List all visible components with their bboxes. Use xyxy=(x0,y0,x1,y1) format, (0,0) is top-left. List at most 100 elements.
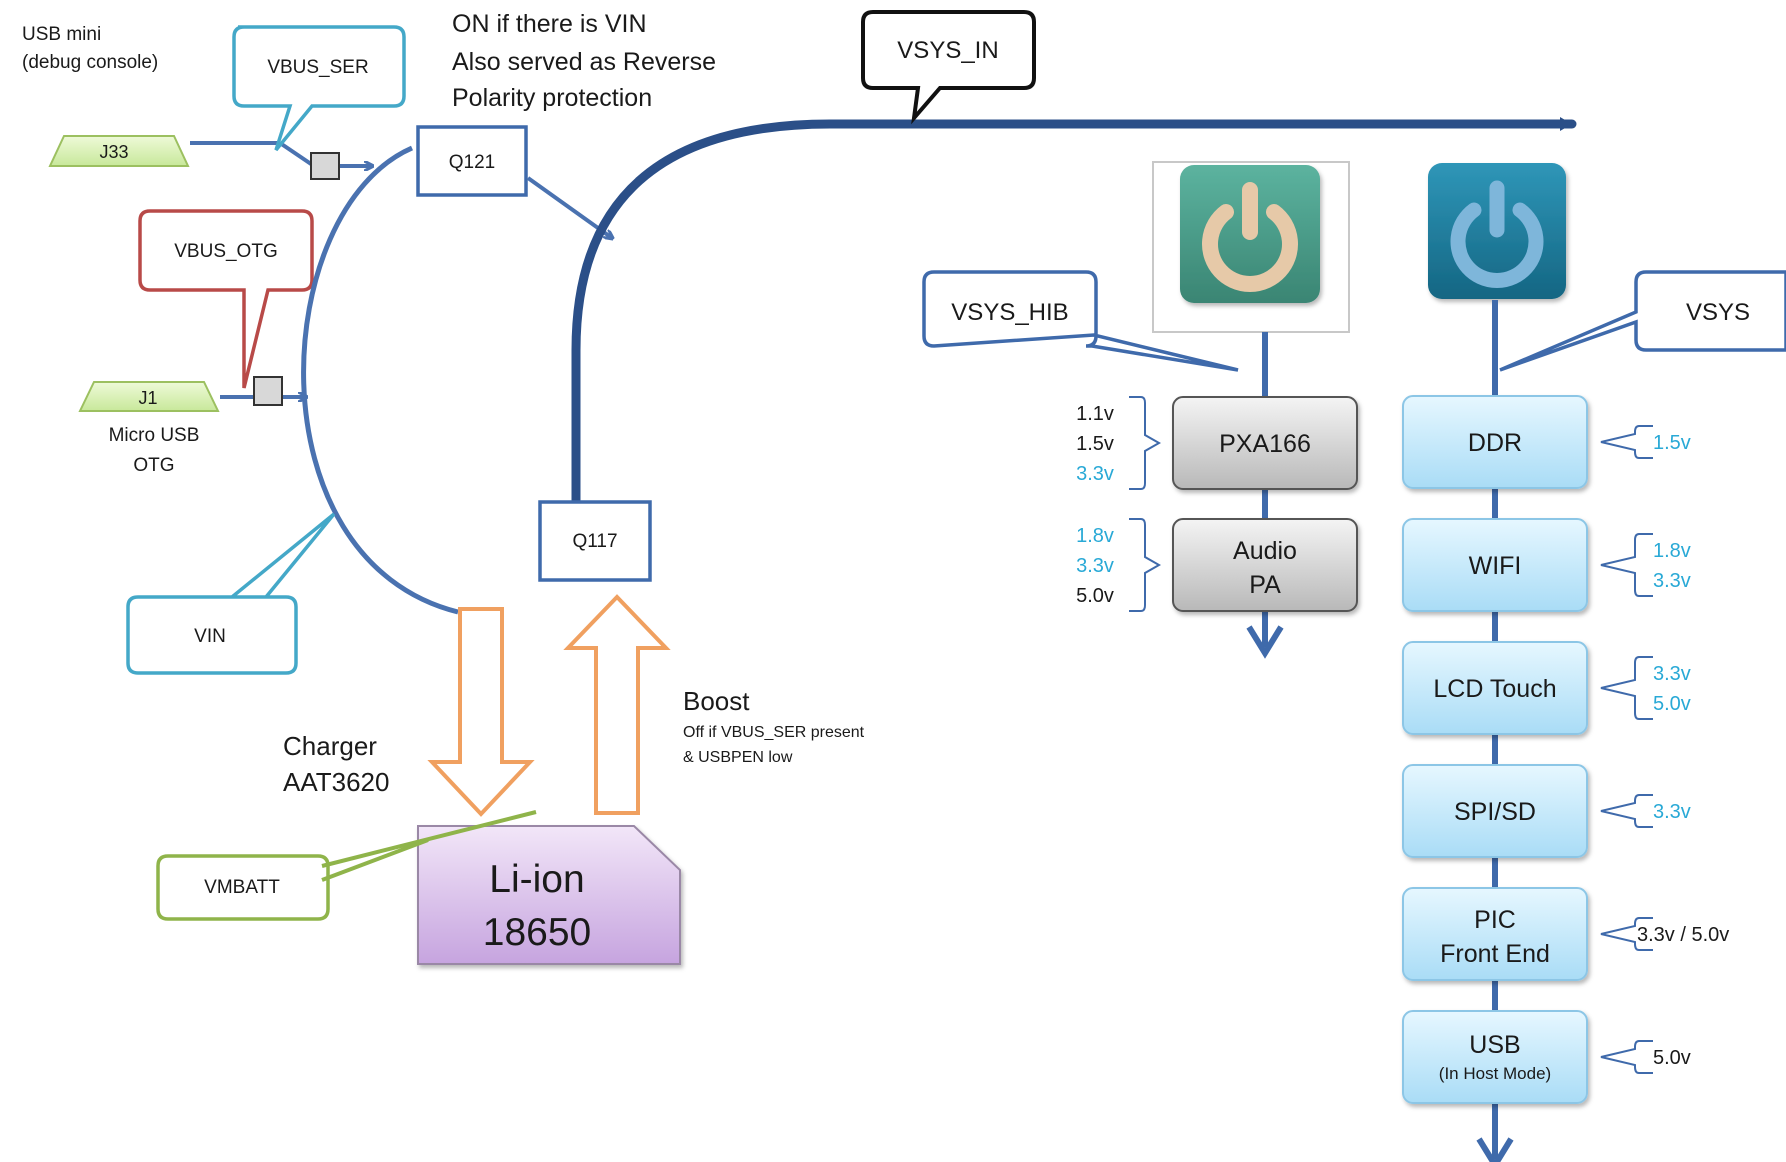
sys-block-pic-sublabel: Front End xyxy=(1440,940,1550,968)
sys-block-usb-voltage-5-0v: 5.0v xyxy=(1653,1047,1691,1069)
power-button-icon xyxy=(1180,165,1320,303)
sys-block-lcd-touch-label: LCD Touch xyxy=(1433,675,1556,703)
hib-down-arrow-icon xyxy=(1246,625,1284,659)
charger-arrow xyxy=(427,607,535,817)
vsys-hib-section: VSYS_HIB PXA1661.1v1.5v3.3vAudioPA1.8v3.… xyxy=(922,161,1358,659)
sys-block-usb-voltage-brace xyxy=(1600,1040,1653,1074)
vin-callout xyxy=(126,512,336,675)
sys-block-usb-box xyxy=(1402,1010,1588,1104)
sys-block-wifi-voltage-brace xyxy=(1600,533,1653,597)
sys-block-lcd-touch-voltage-3-3v: 3.3v xyxy=(1653,663,1691,685)
sys-block-ddr-voltage-1-5v: 1.5v xyxy=(1653,432,1691,454)
battery-section: Charger AAT3620 Q117 Boost Off if VBUS_S… xyxy=(156,500,865,965)
q117-label: Q117 xyxy=(572,531,617,552)
sys-block-pic-label: PIC xyxy=(1474,906,1516,934)
j33-label: J33 xyxy=(99,142,128,162)
sys-block-ddr-label: DDR xyxy=(1468,429,1522,457)
power-button-icon xyxy=(1428,163,1566,299)
q117-box xyxy=(538,500,652,582)
charger-label: Charger xyxy=(283,731,377,761)
vmbatt-label: VMBATT xyxy=(204,877,280,898)
vsys-in-bus-tip xyxy=(1560,117,1572,131)
micro-usb-label: Micro USB xyxy=(109,425,200,446)
hib-block-audio-voltage-5-0v: 5.0v xyxy=(1076,585,1114,607)
sys-block-usb: USB (In Host Mode) 5.0v xyxy=(1402,1010,1691,1104)
battery-model-label: 18650 xyxy=(483,911,591,954)
hib-block-audio-label: Audio xyxy=(1233,537,1297,565)
sys-block-spi-sd-box xyxy=(1402,764,1588,858)
vsys-hib-label: VSYS_HIB xyxy=(951,299,1068,326)
vbus-otg-label: VBUS_OTG xyxy=(174,241,277,262)
q121-note-line2: Also served as Reverse xyxy=(452,48,716,76)
sys-block-wifi-label: WIFI xyxy=(1469,552,1522,580)
sys-block-wifi: WIFI 1.8v 3.3v xyxy=(1402,518,1691,612)
vsys-label: VSYS xyxy=(1686,299,1750,326)
sys-block-ddr-box xyxy=(1402,395,1588,489)
sys-block-pic-voltage-brace xyxy=(1600,917,1653,951)
sys-block-pic-voltage-3-3v-5-0v: 3.3v / 5.0v xyxy=(1637,924,1729,946)
j1-label: J1 xyxy=(138,388,157,408)
boost-note-line2: & USBPEN low xyxy=(683,749,793,766)
hib-block-pxa166-voltage-1-1v: 1.1v xyxy=(1076,403,1114,425)
q121-label: Q121 xyxy=(449,152,495,173)
j1-connector xyxy=(78,381,220,412)
vbus-ser-callout xyxy=(232,25,406,152)
battery-type-label: Li-ion xyxy=(489,858,584,901)
sys-block-wifi-voltage-3-3v: 3.3v xyxy=(1653,570,1691,592)
sys-block-pic: PIC Front End 3.3v / 5.0v xyxy=(1402,887,1729,981)
sys-block-lcd-touch-voltage-5-0v: 5.0v xyxy=(1653,693,1691,715)
usb-mini-sublabel: (debug console) xyxy=(22,52,158,73)
vbus-otg-callout xyxy=(138,209,314,389)
vmbatt-callout xyxy=(156,854,330,921)
sys-block-lcd-touch-voltage-brace xyxy=(1600,656,1653,720)
vsys-in-callout xyxy=(861,10,1036,125)
hib-block-audio-voltage-brace xyxy=(1129,518,1162,612)
sys-block-spi-sd-voltage-3-3v: 3.3v xyxy=(1653,801,1691,823)
vsys-hib-callout xyxy=(922,270,1239,372)
input-section: USB mini (debug console) J33 VBUS_SER VB… xyxy=(22,24,459,675)
micro-usb-sublabel: OTG xyxy=(133,455,174,476)
hib-block-pxa166-voltage-3-3v: 3.3v xyxy=(1076,463,1114,485)
sys-block-lcd-touch: LCD Touch 3.3v 5.0v xyxy=(1402,641,1691,735)
boost-note-line1: Off if VBUS_SER present xyxy=(683,724,865,741)
j33-wire xyxy=(190,141,372,166)
j1-switch xyxy=(253,376,283,406)
vsys-in-bus xyxy=(571,119,1577,505)
vbus-ser-label: VBUS_SER xyxy=(267,57,368,78)
boost-arrow xyxy=(563,594,671,815)
vmbatt-leader-1 xyxy=(321,810,537,868)
hib-block-pxa166-voltage-1-5v: 1.5v xyxy=(1076,433,1114,455)
vsys-in-label: VSYS_IN xyxy=(897,37,998,64)
hib-block-pxa166-box xyxy=(1172,396,1358,490)
usb-mini-label: USB mini xyxy=(22,24,101,45)
q121-box xyxy=(416,125,528,197)
q121-section: ON if there is VIN Also served as Revers… xyxy=(416,10,1577,505)
vsys-callout xyxy=(1499,270,1786,372)
boost-label: Boost xyxy=(683,686,750,716)
hib-block-audio-voltage-3-3v: 3.3v xyxy=(1076,555,1114,577)
sys-block-pic-box xyxy=(1402,887,1588,981)
q121-note-line1: ON if there is VIN xyxy=(452,10,647,38)
sys-block-wifi-voltage-1-8v: 1.8v xyxy=(1653,540,1691,562)
charger-sublabel: AAT3620 xyxy=(283,767,389,797)
sys-block-usb-label: USB xyxy=(1469,1031,1520,1059)
j33-connector xyxy=(48,135,190,167)
q121-note-line3: Polarity protection xyxy=(452,84,652,112)
j33-switch xyxy=(310,152,340,180)
hib-block-pxa166-label: PXA166 xyxy=(1219,430,1311,458)
li-ion-battery xyxy=(417,825,681,965)
hib-block-audio-sublabel: PA xyxy=(1249,571,1281,599)
hib-block-pxa166: PXA166 1.1v 1.5v 3.3v xyxy=(1076,396,1358,490)
vin-arc xyxy=(301,145,459,615)
sys-down-arrow-icon xyxy=(1476,1137,1514,1162)
sys-block-usb-sublabel: (In Host Mode) xyxy=(1439,1064,1551,1083)
sys-block-spi-sd-voltage-brace xyxy=(1600,794,1653,828)
hib-block-audio-box xyxy=(1172,518,1358,612)
hib-block-pxa166-voltage-brace xyxy=(1129,396,1162,490)
